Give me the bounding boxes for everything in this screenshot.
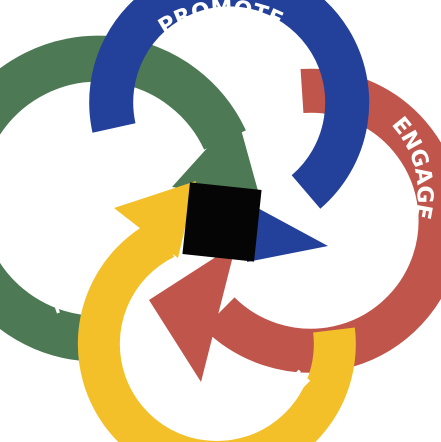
optimize-arrow-head: [172, 115, 260, 198]
engage-arrow: [149, 68, 441, 382]
engage-arrow-head: [149, 244, 236, 382]
engage-arrow-body: [203, 68, 441, 373]
optimize-arrow-body: [0, 35, 246, 361]
promote-arrow-body: [89, 0, 370, 209]
promote-arrow: [89, 0, 370, 262]
measure-arrow-body: [77, 219, 356, 442]
measure-arrow-head: [114, 181, 196, 258]
optimize-label: OPTIMIZE: [42, 200, 84, 317]
optimize-arrow: [0, 35, 260, 361]
center-square: [182, 182, 262, 262]
promote-arrow-head: [247, 206, 328, 262]
measure-arrow: [77, 181, 356, 442]
